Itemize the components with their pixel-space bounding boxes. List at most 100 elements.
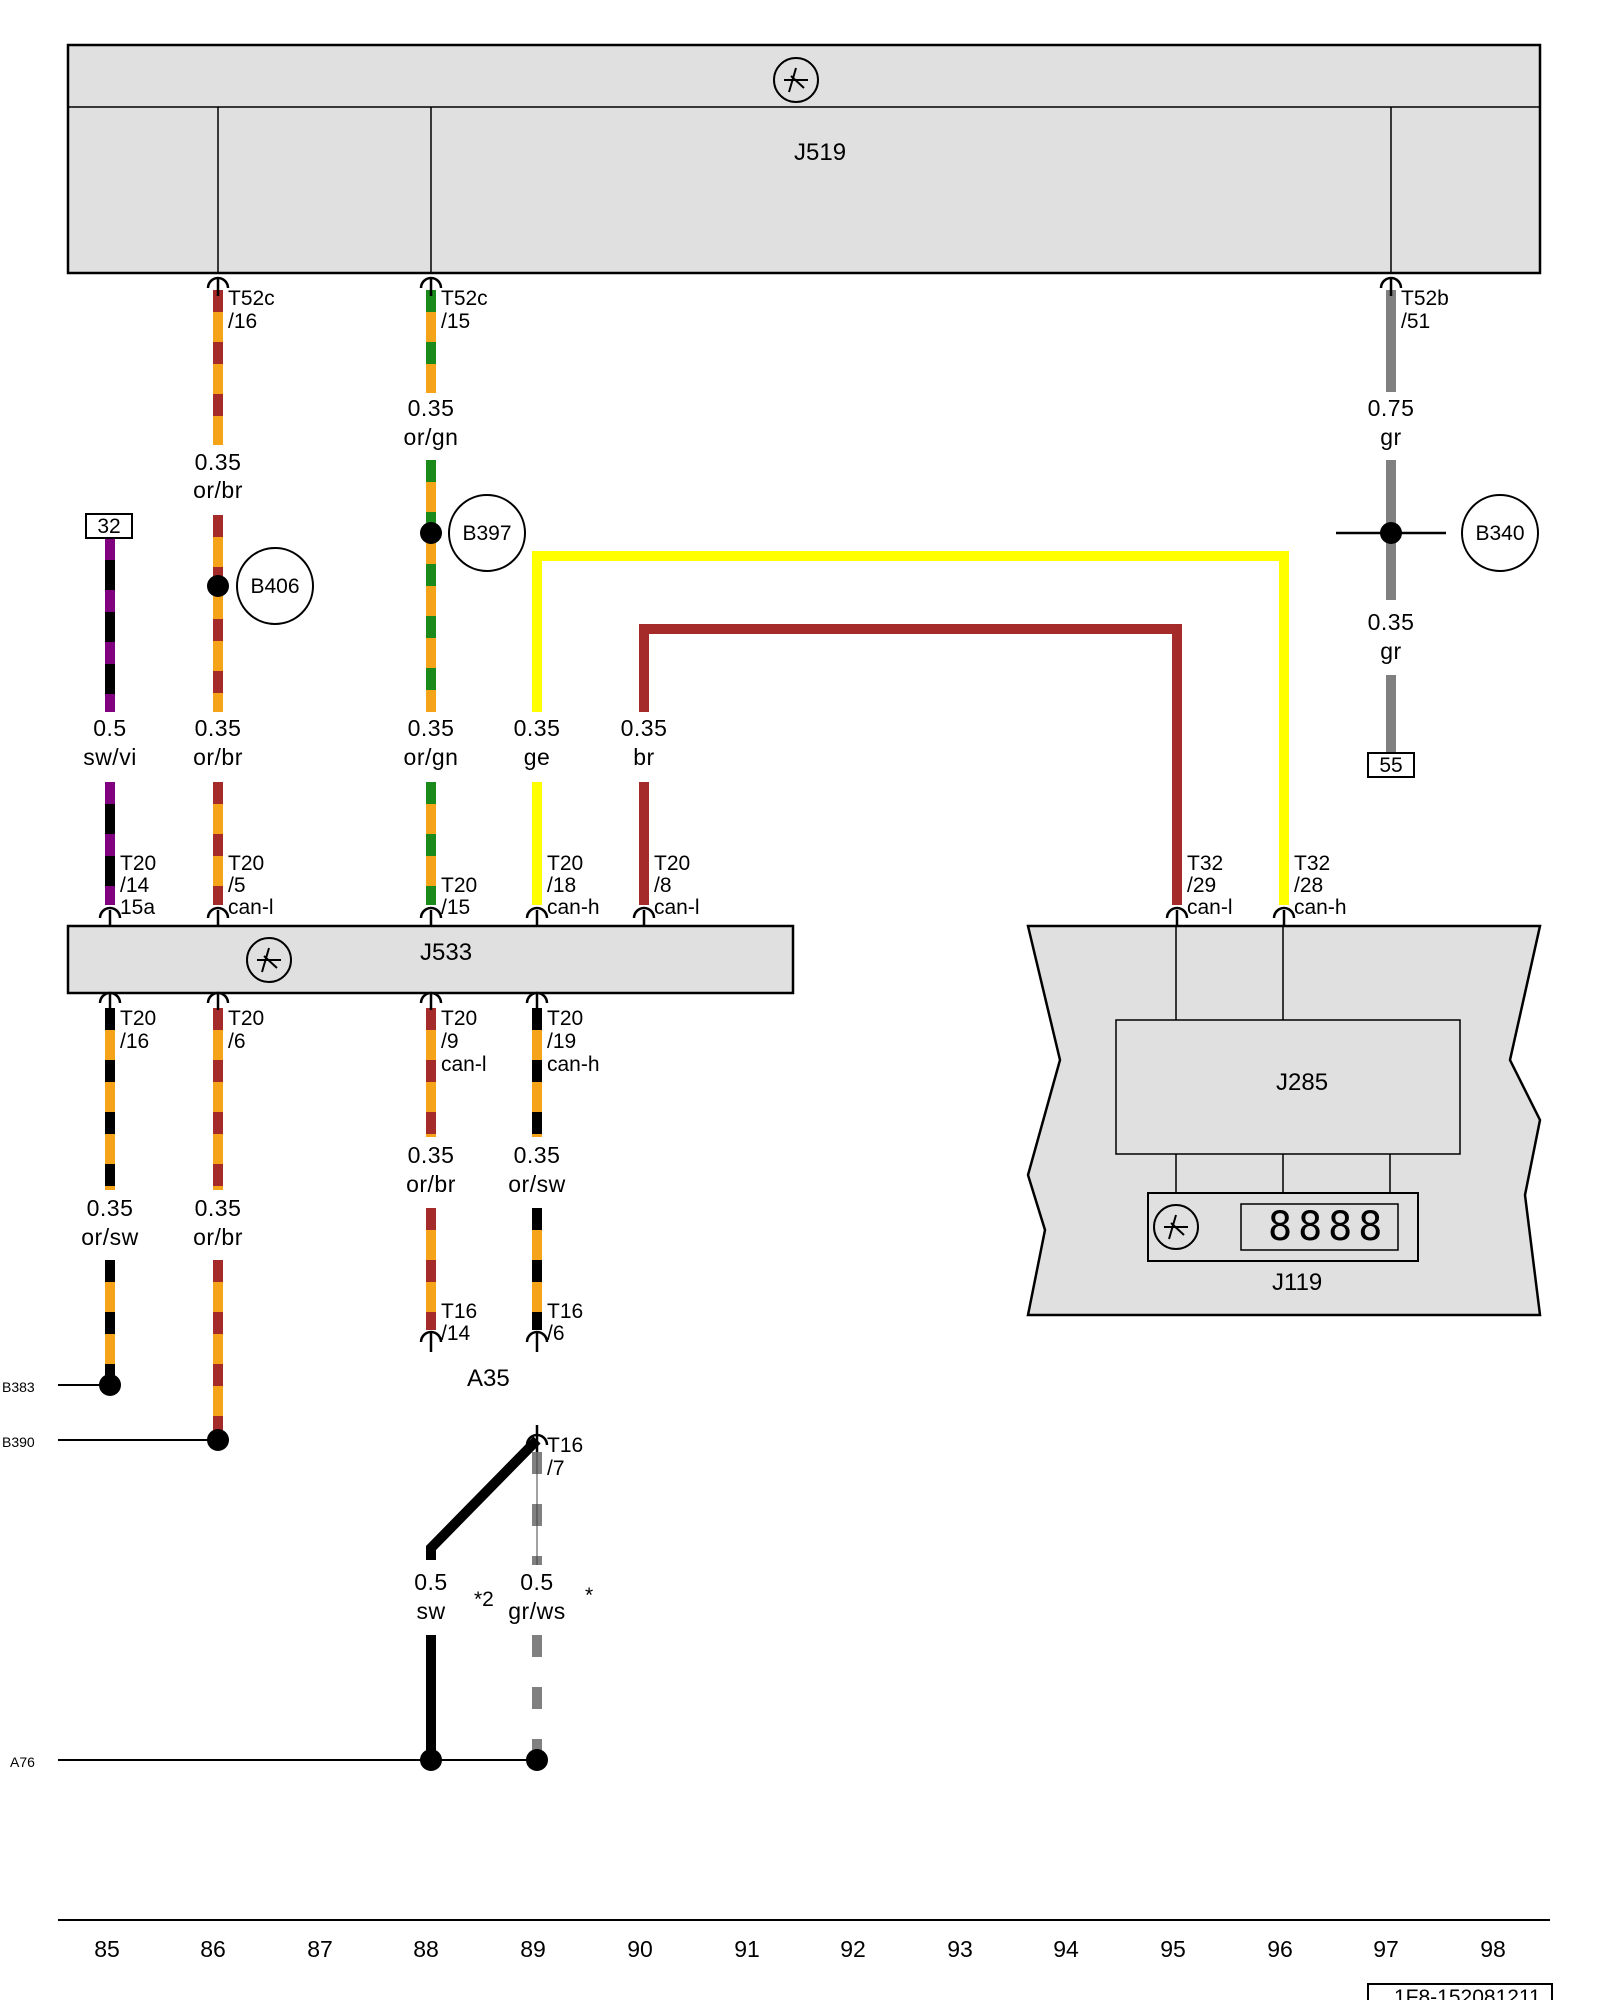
svg-text:/51: /51 (1401, 310, 1430, 333)
svg-text:T20: T20 (228, 852, 264, 875)
column-number: 88 (413, 1936, 439, 1962)
svg-text:0.35: 0.35 (514, 1142, 561, 1168)
splice-b340-label: B340 (1475, 522, 1524, 545)
ref-b390[interactable]: B390 (2, 1434, 35, 1450)
terminal-55[interactable]: 55 (1367, 752, 1415, 778)
splice-b397[interactable]: B397 (448, 494, 526, 572)
svg-text:T20: T20 (120, 852, 156, 875)
ref-a76[interactable]: A76 (10, 1754, 35, 1770)
svg-text:can-l: can-l (441, 1053, 487, 1076)
diagnosis-symbol-icon (773, 57, 819, 103)
column-number: 89 (520, 1936, 546, 1962)
wires (58, 290, 1446, 1761)
j285-label: J285 (1276, 1069, 1328, 1096)
junction-dot (207, 575, 229, 597)
connector-t16-6: T16/6 (547, 1300, 583, 1345)
svg-text:32: 32 (97, 515, 120, 538)
svg-text:/7: /7 (547, 1457, 565, 1480)
column-number: 91 (734, 1936, 760, 1962)
svg-text:T16: T16 (547, 1300, 583, 1323)
svg-text:T16: T16 (547, 1434, 583, 1457)
svg-text:0.35: 0.35 (408, 395, 455, 421)
svg-text:/29: /29 (1187, 874, 1216, 897)
svg-text:T52c: T52c (441, 287, 488, 310)
svg-text:/18: /18 (547, 874, 576, 897)
svg-text:/6: /6 (228, 1030, 246, 1053)
diagnosis-symbol-icon (1153, 1204, 1199, 1250)
svg-text:T20: T20 (547, 852, 583, 875)
splice-b340[interactable]: B340 (1461, 494, 1539, 572)
svg-text:T16: T16 (441, 1300, 477, 1323)
splice-b406[interactable]: B406 (236, 547, 314, 625)
svg-text:/8: /8 (654, 874, 672, 897)
junction-dot (420, 1749, 442, 1771)
svg-text:T20: T20 (441, 874, 477, 897)
svg-text:/14: /14 (120, 874, 150, 897)
pin-symbols (98, 276, 1403, 1452)
column-number: 92 (840, 1936, 866, 1962)
svg-text:0.35: 0.35 (621, 715, 668, 741)
svg-text:0.35: 0.35 (514, 715, 561, 741)
column-ruler: 85 86 87 88 89 90 91 92 93 94 95 96 97 9… (58, 1919, 1553, 2000)
ref-b383[interactable]: B383 (2, 1379, 35, 1395)
column-number: 96 (1267, 1936, 1293, 1962)
svg-text:T52b: T52b (1401, 287, 1449, 310)
svg-text:0.35: 0.35 (87, 1195, 134, 1221)
svg-text:or/br: or/br (406, 1171, 456, 1197)
wire-label-0.5-gr-ws: 0.5gr/ws (508, 1569, 565, 1624)
junction-dot (420, 522, 442, 544)
connector-t20-6: T20/6 (228, 1007, 264, 1053)
svg-text:can-h: can-h (1294, 896, 1347, 919)
column-number: 97 (1373, 1936, 1399, 1962)
junction-dot (99, 1374, 121, 1396)
drawing-id: 1F8-152081211 (1394, 1986, 1541, 2000)
wire-label-0.5-sw-vi: 0.5sw/vi (83, 715, 137, 770)
svg-text:can-h: can-h (547, 1053, 600, 1076)
display-window (1240, 1203, 1399, 1251)
diagnosis-symbol-icon (246, 937, 292, 983)
svg-text:ge: ge (524, 744, 551, 770)
column-number: 86 (200, 1936, 226, 1962)
control-unit-j519[interactable]: J519 (66, 43, 1542, 275)
column-number: 87 (307, 1936, 333, 1962)
display-digits: 8888 (1268, 1204, 1388, 1250)
junctions (99, 522, 1402, 1771)
junction-dot (1380, 522, 1402, 544)
junction-dot (207, 1429, 229, 1451)
svg-text:/9: /9 (441, 1030, 459, 1053)
wire-sw (426, 1436, 541, 1560)
control-unit-j533[interactable]: J533 (66, 924, 795, 995)
svg-text:T20: T20 (228, 1007, 264, 1030)
svg-text:/16: /16 (228, 310, 257, 333)
svg-text:0.35: 0.35 (195, 449, 242, 475)
svg-text:/15: /15 (441, 310, 470, 333)
terminal-32[interactable]: 32 (85, 513, 133, 539)
svg-text:/5: /5 (228, 874, 246, 897)
svg-text:gr/ws: gr/ws (508, 1598, 565, 1624)
svg-text:sw/vi: sw/vi (83, 744, 137, 770)
svg-text:0.35: 0.35 (408, 1142, 455, 1168)
j533-label: J533 (420, 939, 472, 966)
splice-b406-label: B406 (250, 575, 299, 598)
svg-text:or/br: or/br (193, 1224, 243, 1250)
svg-text:/15: /15 (441, 896, 470, 919)
dash-panel-insert[interactable]: J285 8888 J119 (1026, 924, 1542, 1317)
connector-t16-7: T16/7 (547, 1434, 583, 1480)
column-numbers: 85 86 87 88 89 90 91 92 93 94 95 96 97 9… (94, 1936, 1506, 1962)
wire-label-0.35-or-br-4: 0.35 or/br (406, 1142, 456, 1197)
svg-text:0.75: 0.75 (1368, 395, 1415, 421)
svg-text:T20: T20 (654, 852, 690, 875)
svg-text:15a: 15a (120, 896, 155, 919)
splice-b397-label: B397 (462, 522, 511, 545)
svg-text:/19: /19 (547, 1030, 576, 1053)
